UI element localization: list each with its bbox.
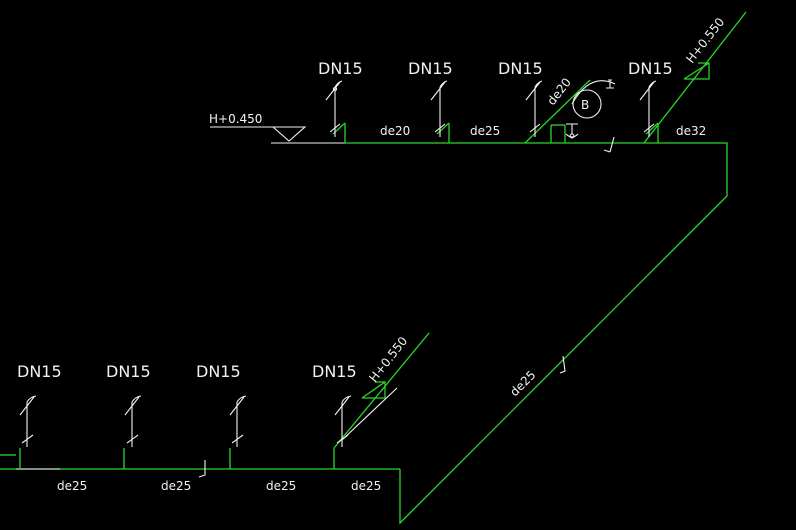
valve-b-symbol <box>565 79 616 153</box>
top-size-label-2: de25 <box>470 124 500 138</box>
fixture-2 <box>430 80 448 137</box>
fixture-b1 <box>19 395 37 447</box>
bottom-dn-label-3: DN15 <box>196 362 241 381</box>
fixture-4 <box>639 80 657 137</box>
top-dn-label-4: DN15 <box>628 59 673 78</box>
bottom-dn-label-4: DN15 <box>312 362 357 381</box>
top-fixtures <box>325 79 657 153</box>
bottom-size-label-3: de25 <box>266 479 296 493</box>
bottom-size-label-4: de25 <box>351 479 381 493</box>
diagonal-size-label: de25 <box>507 368 538 399</box>
riser-size-label: de20 <box>544 75 574 107</box>
top-size-label-1: de20 <box>380 124 410 138</box>
fixture-b3 <box>229 395 247 447</box>
fixture-b4 <box>334 387 398 447</box>
elevation-left-label: H+0.450 <box>209 112 262 126</box>
top-size-label-3: de32 <box>676 124 706 138</box>
bottom-size-label-1: de25 <box>57 479 87 493</box>
top-dn-label-3: DN15 <box>498 59 543 78</box>
bottom-dn-label-1: DN15 <box>17 362 62 381</box>
top-pipe-run <box>210 11 747 525</box>
bottom-size-label-2: de25 <box>161 479 191 493</box>
top-dn-label-1: DN15 <box>318 59 363 78</box>
fixture-b2 <box>124 395 142 447</box>
top-dn-label-2: DN15 <box>408 59 453 78</box>
bottom-dn-label-2: DN15 <box>106 362 151 381</box>
elevation-bottom-label: H+0.550 <box>366 334 410 385</box>
valve-b-label: B <box>581 98 589 112</box>
fixture-1 <box>325 80 343 137</box>
elevation-top-right-label: H+0.550 <box>683 15 727 66</box>
bottom-fixtures <box>19 387 398 447</box>
bottom-pipe-run <box>0 332 566 478</box>
fixture-3 <box>525 80 543 137</box>
